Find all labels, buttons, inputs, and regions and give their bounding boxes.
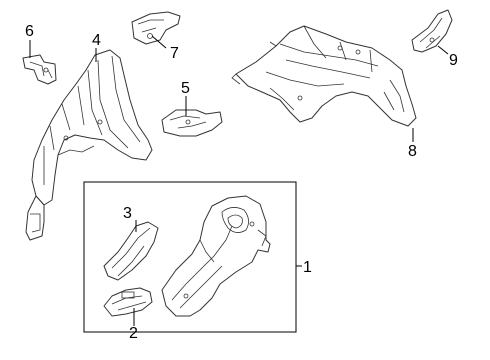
part-5-bracket	[161, 109, 223, 137]
part-6-bracket	[22, 54, 57, 85]
leader-7	[151, 35, 167, 49]
callout-9: 9	[449, 52, 458, 69]
callout-1: 1	[303, 259, 312, 276]
callout-6: 6	[25, 23, 34, 40]
part-8-quarter-inner-assembly	[231, 25, 417, 127]
callout-8: 8	[408, 143, 417, 160]
part-2-bracket	[103, 287, 153, 317]
leader-9	[437, 45, 449, 55]
part-3-extension	[103, 221, 159, 281]
callout-3: 3	[123, 205, 132, 222]
callout-7: 7	[170, 45, 179, 62]
callout-5: 5	[181, 80, 190, 97]
part-9-bracket	[411, 9, 453, 53]
part-4-wheelhouse-panel	[31, 49, 153, 206]
callout-2: 2	[129, 325, 138, 342]
callout-4: 4	[92, 32, 101, 49]
part-1-quarter-outer-panel	[161, 195, 271, 317]
assembly-box	[83, 181, 297, 333]
part-4-lower-leg	[25, 195, 45, 241]
